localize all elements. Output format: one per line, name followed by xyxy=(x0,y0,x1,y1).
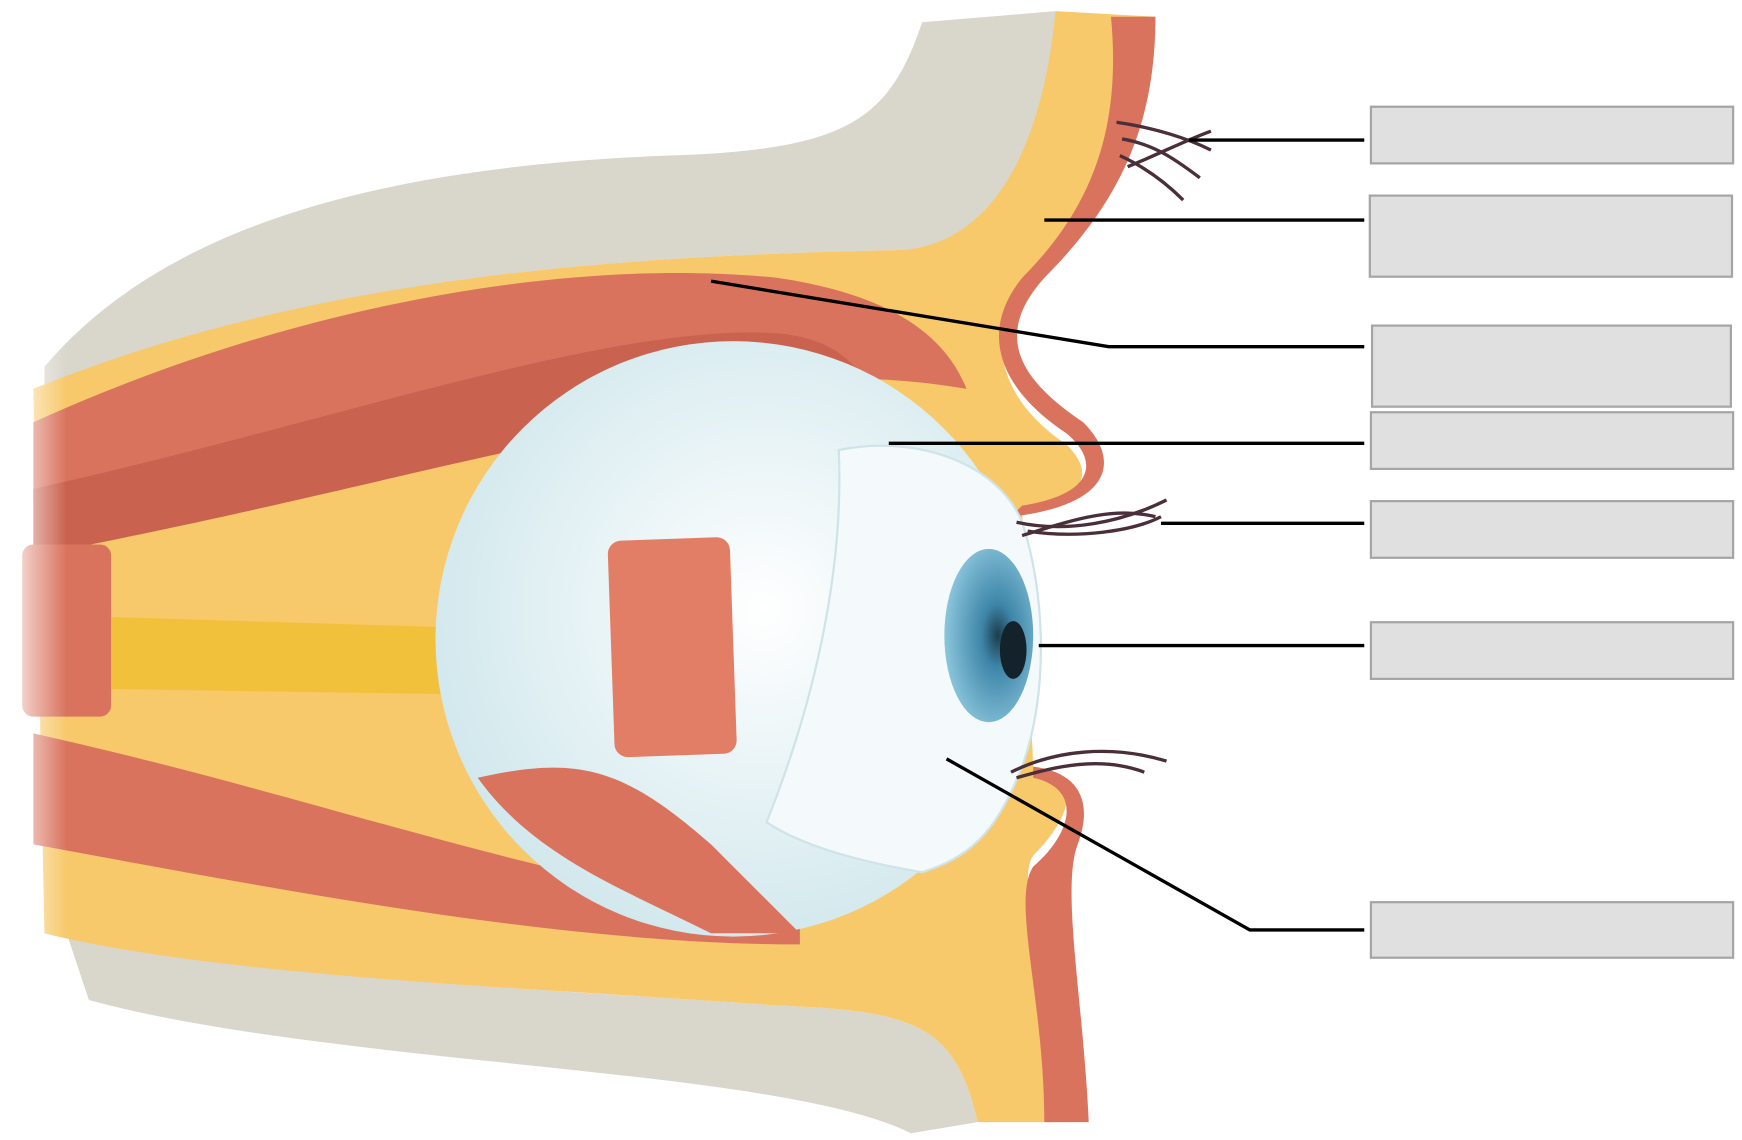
label-box-1[interactable] xyxy=(1369,105,1735,165)
lateral-rectus-muscle xyxy=(607,537,737,758)
label-box-6[interactable] xyxy=(1369,621,1735,680)
upper-eyelid xyxy=(998,16,1156,517)
inferior-oblique-muscle xyxy=(477,767,800,934)
lower-eyelid xyxy=(1025,766,1089,1123)
conjunctiva xyxy=(765,444,1042,874)
leader-line-3 xyxy=(710,279,1365,349)
eyelashes xyxy=(1010,120,1212,780)
lower-orbital-bone xyxy=(66,933,978,1134)
left-edge-fade xyxy=(0,0,67,1140)
label-box-2[interactable] xyxy=(1368,194,1734,278)
upper-orbital-bone xyxy=(44,11,1056,389)
label-box-5[interactable] xyxy=(1369,500,1735,559)
label-box-4[interactable] xyxy=(1369,411,1735,471)
label-boxes xyxy=(1368,105,1735,959)
leader-lines xyxy=(710,138,1365,932)
optic-nerve xyxy=(99,616,467,695)
iris xyxy=(944,548,1034,723)
pupil xyxy=(999,621,1027,679)
leader-line-7 xyxy=(945,757,1365,932)
label-box-7[interactable] xyxy=(1369,901,1735,959)
label-box-3[interactable] xyxy=(1370,324,1733,408)
